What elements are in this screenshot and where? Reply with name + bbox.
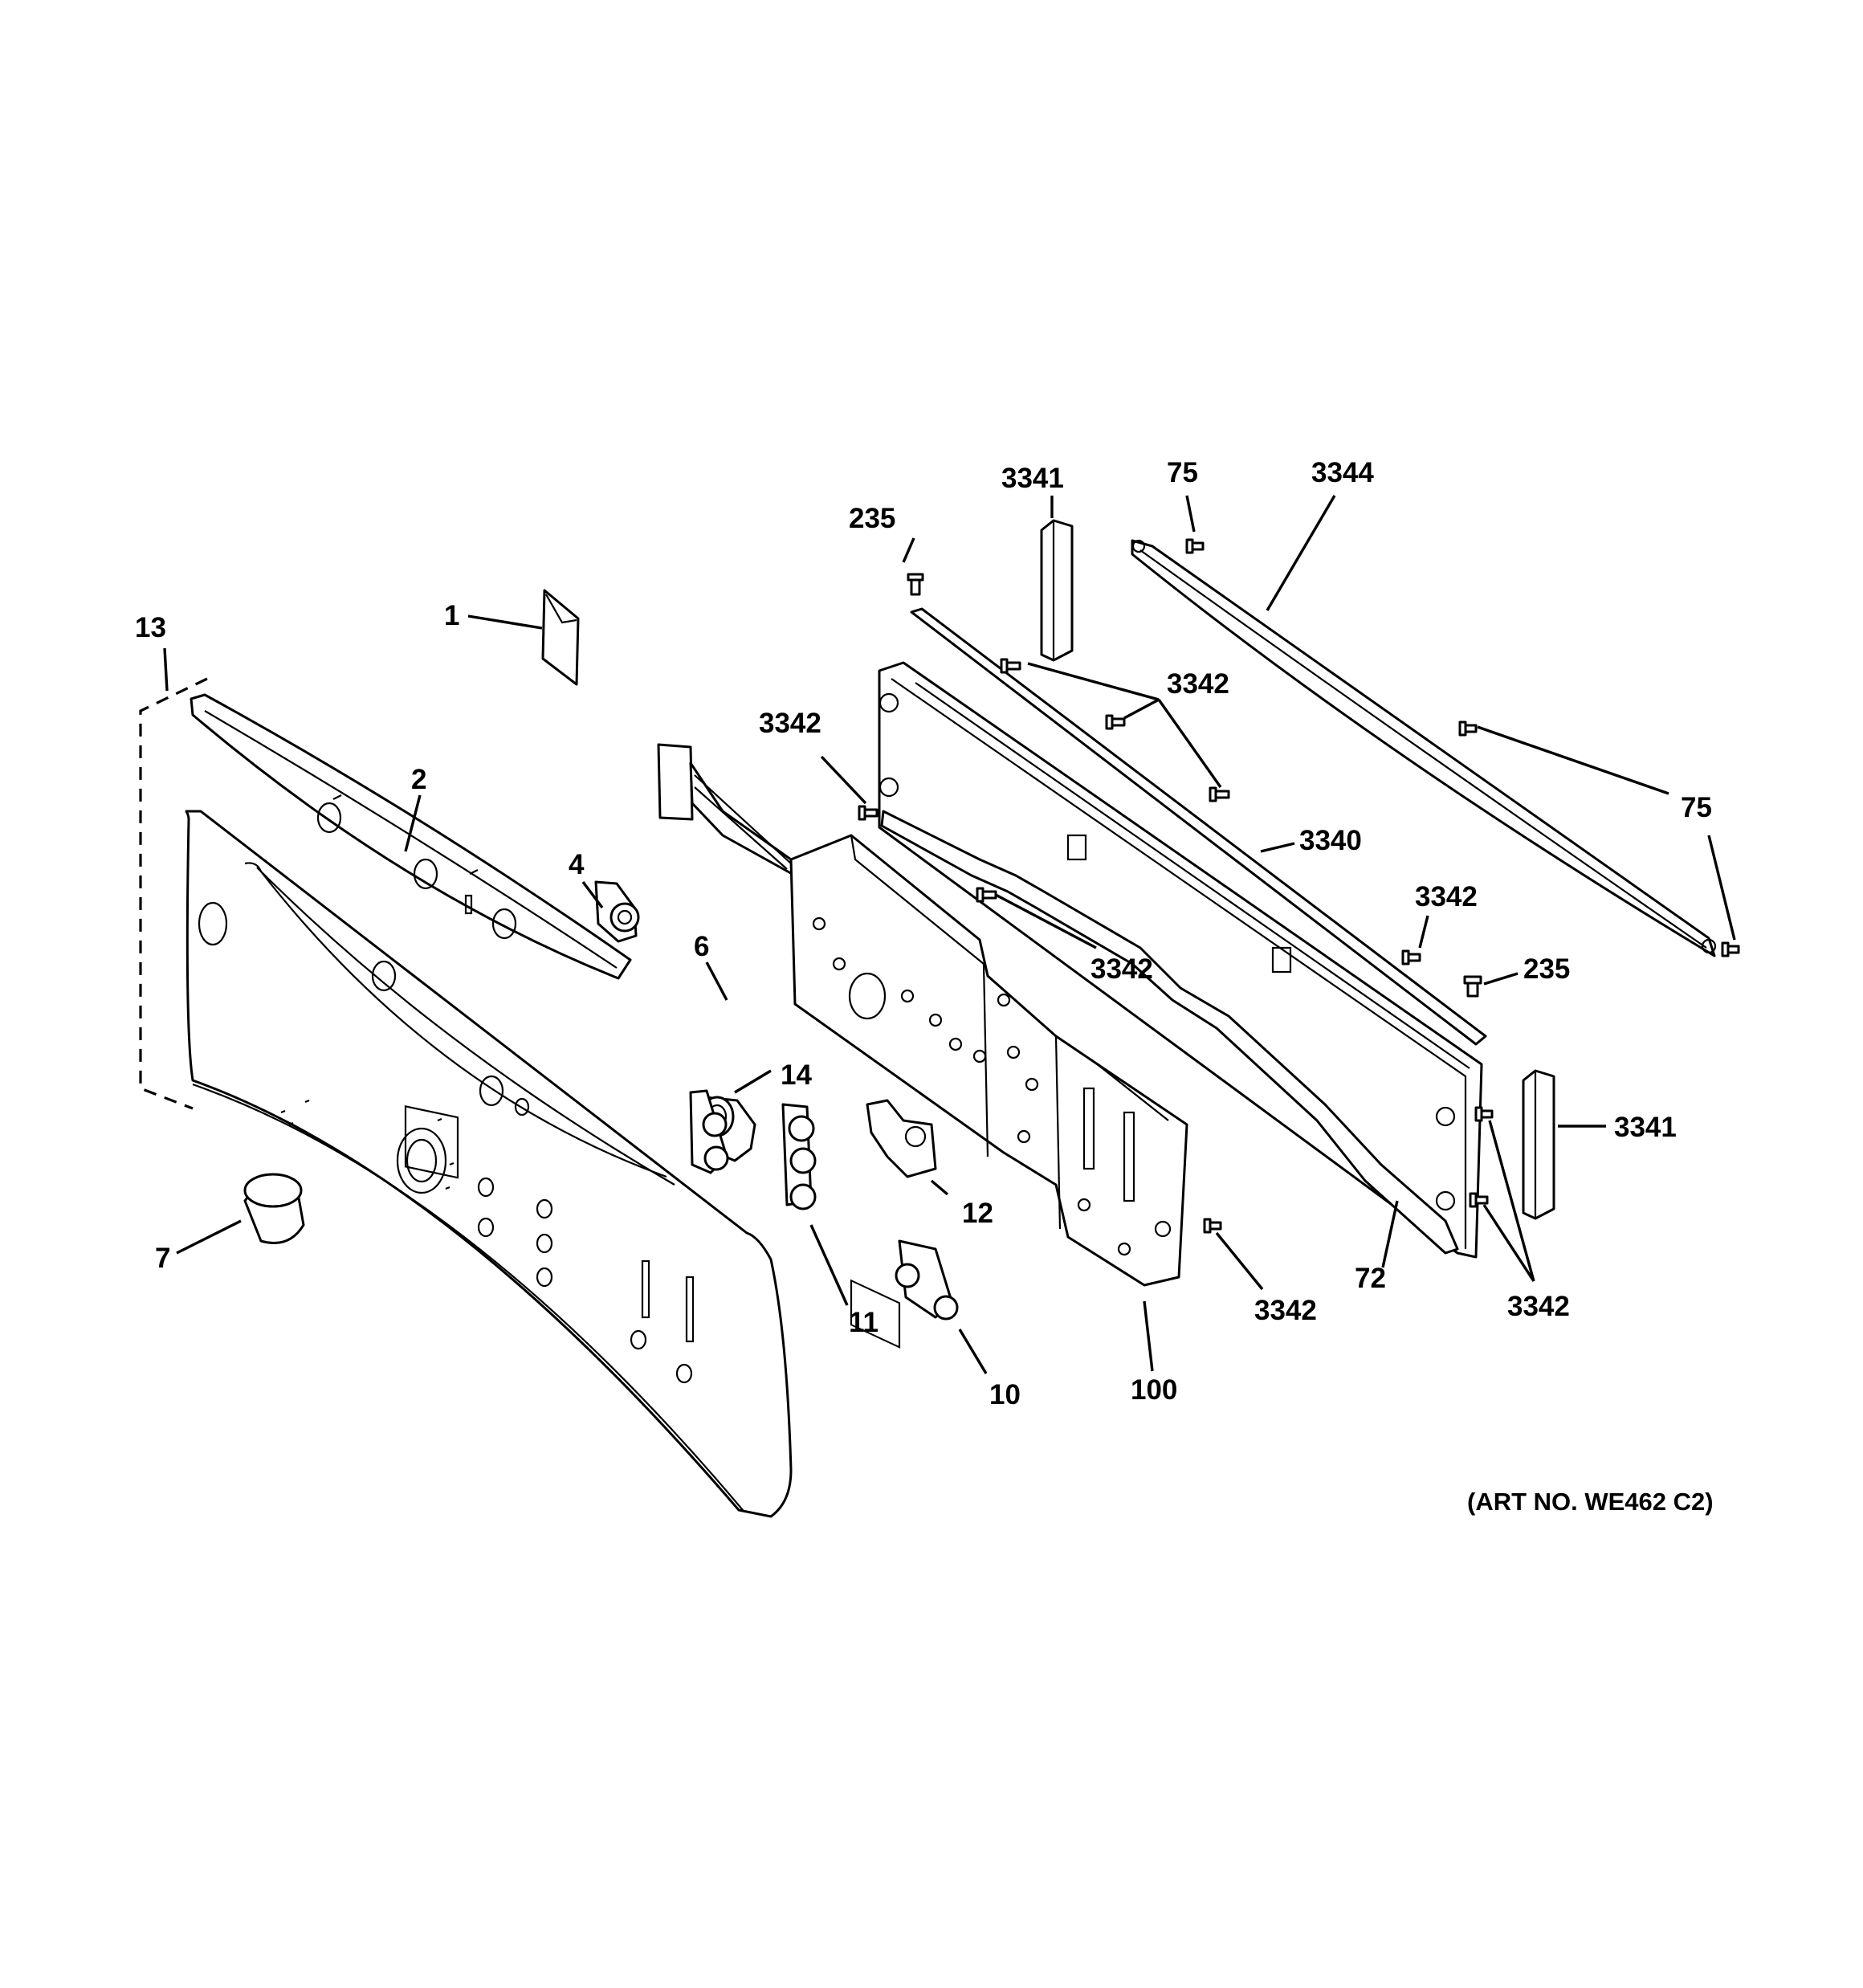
callout-1: 1 bbox=[444, 600, 459, 631]
callout-3342-mid: 3342 bbox=[1090, 953, 1153, 985]
callout-12: 12 bbox=[962, 1198, 993, 1229]
ribbon-cable bbox=[657, 743, 805, 877]
part-3340-frame bbox=[878, 661, 1483, 1259]
callout-75-right: 75 bbox=[1681, 792, 1712, 823]
top-rail bbox=[910, 607, 1487, 1046]
part-100-control-board bbox=[789, 834, 1188, 1349]
callout-3342-top: 3342 bbox=[1167, 668, 1229, 700]
part-12-switch bbox=[866, 1099, 937, 1178]
console-panel bbox=[185, 810, 793, 1518]
screw-parts bbox=[858, 538, 1740, 1234]
callout-75-top: 75 bbox=[1167, 457, 1198, 488]
part-10-buttons bbox=[895, 1239, 959, 1321]
callout-7: 7 bbox=[155, 1243, 170, 1274]
part-3341-block-right bbox=[1522, 1069, 1555, 1220]
callout-6: 6 bbox=[694, 931, 709, 962]
callout-4: 4 bbox=[569, 849, 585, 880]
callout-14: 14 bbox=[781, 1059, 812, 1091]
part-7-knob bbox=[243, 1173, 305, 1244]
part-14-buttons bbox=[689, 1089, 729, 1174]
callout-3342-bottom-right: 3342 bbox=[1507, 1291, 1570, 1322]
callout-3340: 3340 bbox=[1299, 825, 1362, 856]
part-72-gasket bbox=[880, 810, 1459, 1255]
callout-2: 2 bbox=[411, 764, 426, 795]
callout-10: 10 bbox=[989, 1379, 1021, 1410]
callout-100: 100 bbox=[1131, 1374, 1177, 1406]
callout-235-top: 235 bbox=[849, 503, 895, 534]
callout-labels: 13 1 2 4 6 7 14 11 12 10 100 235 3341 75… bbox=[135, 457, 1712, 1410]
part-3341-block-top bbox=[1040, 519, 1074, 662]
part-3344-strip bbox=[1131, 539, 1717, 957]
callout-3342-bottom: 3342 bbox=[1254, 1295, 1317, 1326]
callout-235-right: 235 bbox=[1523, 953, 1570, 985]
callout-3342-left: 3342 bbox=[759, 708, 821, 739]
leader-lines bbox=[163, 495, 1736, 1374]
callout-3341-right: 3341 bbox=[1614, 1112, 1677, 1143]
part-4-switch bbox=[594, 880, 640, 943]
callout-13: 13 bbox=[135, 612, 166, 643]
part-11-buttons bbox=[781, 1103, 817, 1210]
callout-3344: 3344 bbox=[1311, 457, 1374, 488]
part-1-label bbox=[541, 589, 580, 686]
callout-3341-top: 3341 bbox=[1001, 463, 1064, 494]
callout-72: 72 bbox=[1355, 1263, 1386, 1294]
art-number: (ART NO. WE462 C2) bbox=[1467, 1488, 1714, 1516]
callout-3342-right: 3342 bbox=[1415, 881, 1478, 912]
assembly-13-bracket bbox=[139, 677, 208, 1110]
callout-11: 11 bbox=[849, 1307, 879, 1338]
